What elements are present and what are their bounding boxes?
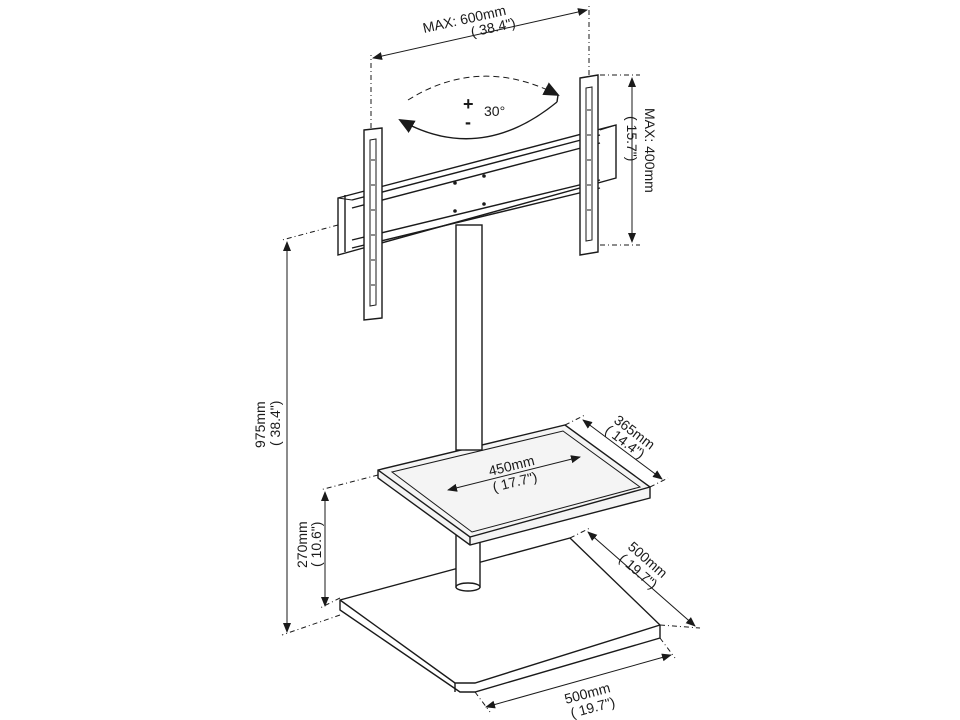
base-plate <box>339 537 661 693</box>
mount-bracket <box>337 74 617 321</box>
dim-right-height: MAX: 400mm ( 15.7") <box>600 74 658 246</box>
dim-shelf-height-inch: ( 10.6") <box>308 522 324 567</box>
rotation-indicator: + - 30° <box>398 75 560 140</box>
dim-total-height-inch: ( 38.4") <box>267 401 283 446</box>
dim-total-height: 975mm ( 38.4") <box>252 224 341 636</box>
dim-shelf-height: 270mm ( 10.6") <box>294 474 379 609</box>
rotation-minus: - <box>465 112 471 132</box>
dim-shelf-height-mm: 270mm <box>294 521 310 568</box>
dim-total-height-mm: 975mm <box>252 401 268 448</box>
dim-right-height-inch: ( 15.7") <box>624 116 640 161</box>
rotation-plus: + <box>463 94 474 114</box>
rotation-angle: 30° <box>484 103 505 119</box>
column-upper <box>455 224 483 451</box>
dim-base-width: 500mm ( 19.7") <box>474 637 676 720</box>
dim-right-height-mm: MAX: 400mm <box>642 108 658 193</box>
dim-top-width: MAX: 600mm ( 38.4") <box>370 2 590 128</box>
